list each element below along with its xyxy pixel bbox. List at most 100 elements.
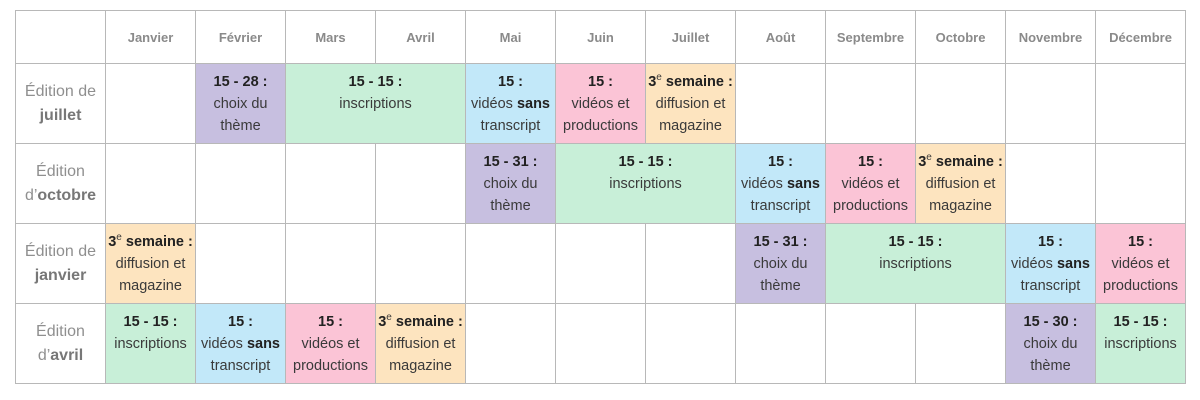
month-header-0: Janvier <box>105 10 196 64</box>
event-date: 15 : <box>318 314 343 330</box>
event-text: transcript <box>210 358 271 374</box>
event-date: 15 - 15 : <box>888 234 943 250</box>
empty-cell <box>1005 63 1096 144</box>
empty-cell <box>645 303 736 384</box>
empty-cell <box>825 303 916 384</box>
event-date: 15 : <box>858 154 883 170</box>
event-theme: 15 - 31 : choix du thème <box>735 223 826 304</box>
event-text: inscriptions <box>609 176 682 192</box>
edition-name: octobre <box>37 186 97 204</box>
event-date: 15 - 15 : <box>123 314 178 330</box>
edition-name: avril <box>50 346 84 364</box>
event-mag: 3e semaine :diffusion et magazine <box>915 143 1006 224</box>
empty-cell <box>285 143 376 224</box>
event-date: 15 - 30 : <box>1023 314 1078 330</box>
event-theme: 15 - 30 : choix du thème <box>1005 303 1096 384</box>
event-text: diffusion et magazine <box>115 256 186 294</box>
edition-row: Édition de juillet 15 - 28 : choix du thème… <box>15 63 1186 144</box>
event-date: 15 - 15 : <box>348 74 403 90</box>
empty-cell <box>285 223 376 304</box>
event-text: inscriptions <box>1104 336 1177 352</box>
edition-prefix: Édition de <box>24 82 97 100</box>
event-text: choix du thème <box>483 176 538 214</box>
event-date: 15 - 28 : <box>213 74 268 90</box>
event-text: diffusion et magazine <box>655 96 726 134</box>
event-text: transcript <box>750 198 811 214</box>
empty-cell <box>195 223 286 304</box>
event-ordinal-suffix: e <box>926 152 932 164</box>
event-ordinal-suffix: e <box>656 72 662 84</box>
event-text: vidéos <box>740 176 783 192</box>
event-date: 15 : <box>228 314 253 330</box>
edition-name: juillet <box>39 106 82 124</box>
event-theme: 15 - 28 : choix du thème <box>195 63 286 144</box>
month-header-11: Décembre <box>1095 10 1186 64</box>
edition-prefix: Édition d’ <box>36 322 85 364</box>
month-header-9: Octobre <box>915 10 1006 64</box>
event-date: 15 - 31 : <box>753 234 808 250</box>
edition-label: Édition d’avril <box>15 303 106 384</box>
edition-rows: Édition de juillet 15 - 28 : choix du thème… <box>15 63 1186 384</box>
empty-cell <box>105 63 196 144</box>
empty-cell <box>735 63 826 144</box>
event-date: 3 <box>108 234 117 250</box>
event-week-label: semaine : <box>395 314 463 330</box>
event-prod: 15 : vidéos et productions <box>1095 223 1186 304</box>
event-ordinal-suffix: e <box>116 232 122 244</box>
event-emphasis: sans <box>786 176 820 192</box>
edition-row: Édition d’avril 15 - 15 : inscriptions 15 :… <box>15 303 1186 384</box>
event-date: 3 <box>378 314 387 330</box>
empty-cell <box>1095 143 1186 224</box>
event-text: choix du thème <box>1023 336 1078 374</box>
month-header-10: Novembre <box>1005 10 1096 64</box>
month-header-6: Juillet <box>645 10 736 64</box>
month-header-4: Mai <box>465 10 556 64</box>
event-text: vidéos et productions <box>833 176 908 214</box>
event-mag: 3e semaine : diffusion et magazine <box>105 223 196 304</box>
event-text: vidéos <box>470 96 513 112</box>
event-mag: 3e semaine :diffusion et magazine <box>645 63 736 144</box>
event-date: 15 : <box>1128 234 1153 250</box>
event-vid: 15 : vidéos sans transcript <box>735 143 826 224</box>
empty-cell <box>825 63 916 144</box>
empty-cell <box>555 223 646 304</box>
event-text: inscriptions <box>339 96 412 112</box>
event-date: 15 : <box>1038 234 1063 250</box>
event-date: 15 : <box>588 74 613 90</box>
empty-cell <box>1095 63 1186 144</box>
empty-cell <box>735 303 826 384</box>
month-header-3: Avril <box>375 10 466 64</box>
event-prod: 15 : vidéos et productions <box>825 143 916 224</box>
event-text: vidéos et productions <box>1103 256 1178 294</box>
edition-prefix: Édition d’ <box>24 162 85 204</box>
event-week-label: semaine : <box>125 234 193 250</box>
event-emphasis: sans <box>246 336 280 352</box>
month-header-1: Février <box>195 10 286 64</box>
event-date: 15 : <box>768 154 793 170</box>
event-date: 15 - 15 : <box>618 154 673 170</box>
event-date: 15 : <box>498 74 523 90</box>
corner-cell <box>15 10 106 64</box>
event-ordinal-suffix: e <box>386 312 392 324</box>
empty-cell <box>195 143 286 224</box>
event-text: inscriptions <box>879 256 952 272</box>
event-insc: 15 - 15 : inscriptions <box>555 143 736 224</box>
month-header-8: Septembre <box>825 10 916 64</box>
event-text: transcript <box>1020 278 1081 294</box>
event-text: transcript <box>480 118 541 134</box>
empty-cell <box>375 143 466 224</box>
month-header-7: Août <box>735 10 826 64</box>
event-text: vidéos <box>200 336 243 352</box>
empty-cell <box>555 303 646 384</box>
month-header-5: Juin <box>555 10 646 64</box>
event-text: choix du thème <box>213 96 268 134</box>
event-text: choix du thème <box>753 256 808 294</box>
empty-cell <box>375 223 466 304</box>
event-vid: 15 : vidéos sans transcript <box>195 303 286 384</box>
event-emphasis: sans <box>516 96 550 112</box>
event-prod: 15 :vidéos et productions <box>555 63 646 144</box>
event-text: vidéos <box>1010 256 1053 272</box>
